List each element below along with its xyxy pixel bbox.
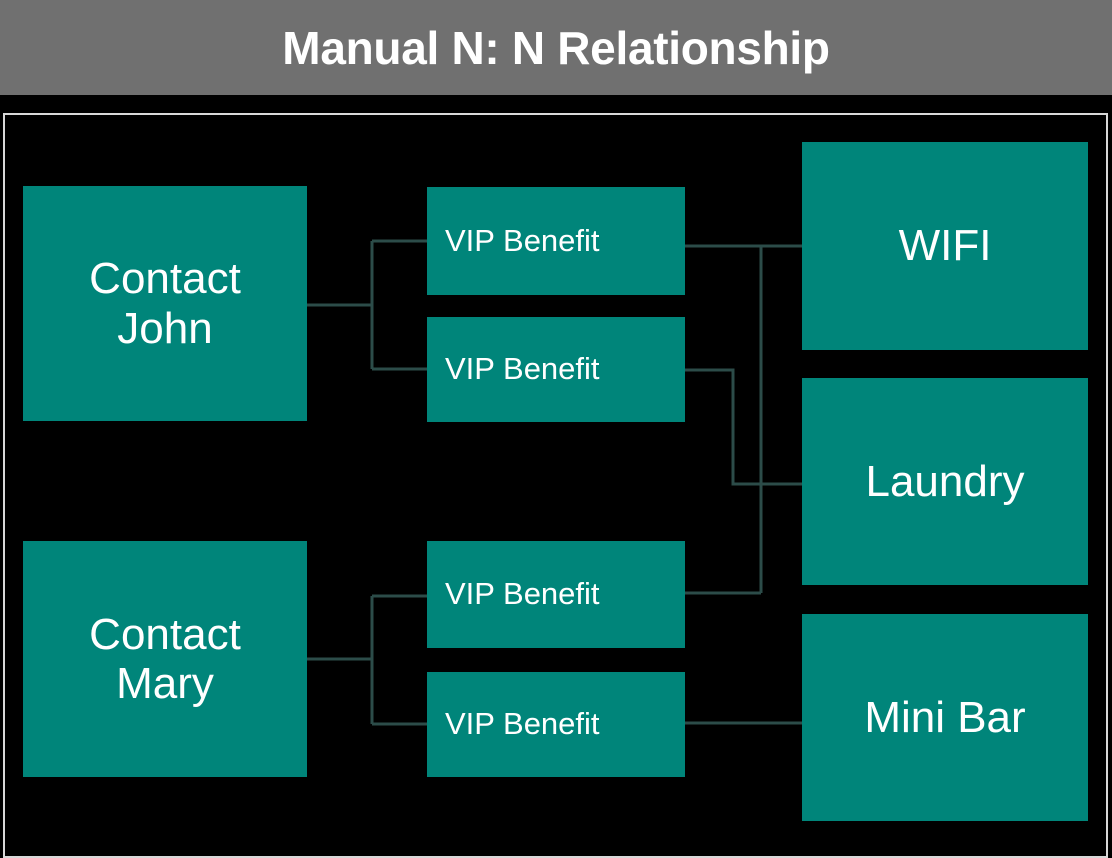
node-vip-benefit-2[interactable]: VIP Benefit (427, 317, 685, 422)
node-service-laundry[interactable]: Laundry (802, 378, 1088, 585)
node-vip-benefit-4[interactable]: VIP Benefit (427, 672, 685, 777)
slide-header-bar: Manual N: N Relationship (0, 0, 1112, 95)
page-title: Manual N: N Relationship (282, 21, 830, 74)
node-contact-mary[interactable]: Contact Mary (23, 541, 307, 777)
node-service-wifi[interactable]: WIFI (802, 142, 1088, 350)
node-service-minibar[interactable]: Mini Bar (802, 614, 1088, 821)
node-vip-benefit-3[interactable]: VIP Benefit (427, 541, 685, 648)
node-contact-john[interactable]: Contact John (23, 186, 307, 421)
node-vip-benefit-1[interactable]: VIP Benefit (427, 187, 685, 295)
